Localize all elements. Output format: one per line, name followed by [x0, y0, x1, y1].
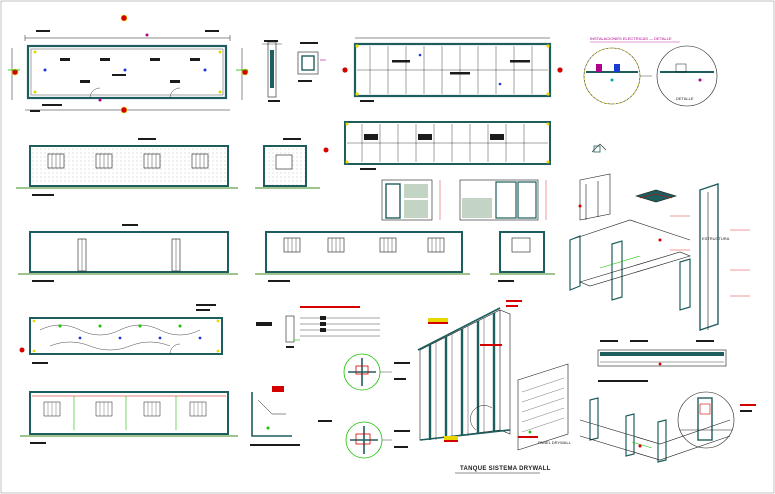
side-elevation-1	[255, 138, 320, 189]
front-elevation-3	[255, 231, 470, 282]
joint-details	[318, 353, 410, 459]
interior-elevation	[323, 121, 551, 170]
wall-section-detail	[262, 40, 282, 102]
electrical-plan	[19, 304, 223, 364]
side-elevation-2	[490, 231, 555, 282]
annotation-structure: ESTRUCTURA	[702, 236, 730, 241]
frame-section-detail	[597, 340, 727, 382]
section-cutaway	[20, 391, 238, 444]
connector-detail	[591, 143, 607, 153]
column-detail	[297, 42, 326, 82]
iso-framing-detail	[569, 173, 750, 331]
front-elevation-1	[16, 138, 238, 196]
door-details	[381, 179, 547, 221]
detail-title-magenta: INSTALACIONES ELECTRICAS — DETALLE	[590, 36, 672, 41]
floor-plan-top-left	[8, 14, 249, 114]
magnified-detail-top-right: INSTALACIONES ELECTRICAS — DETALLE DETAL…	[583, 36, 718, 107]
annotation-panel: PANEL DRYWALL	[538, 440, 572, 445]
floor-plan-top-center	[342, 37, 563, 102]
detail-label: DETALLE	[676, 96, 694, 101]
base-frame-iso	[579, 397, 731, 463]
anchor-detail-circle	[677, 391, 756, 449]
tank-title: TANQUE SISTEMA DRYWALL	[460, 466, 551, 472]
corner-detail	[250, 386, 300, 446]
drywall-tank-isometric: TANQUE SISTEMA DRYWALL	[417, 300, 569, 474]
wiring-diagram	[256, 306, 380, 348]
front-elevation-2	[18, 224, 238, 282]
